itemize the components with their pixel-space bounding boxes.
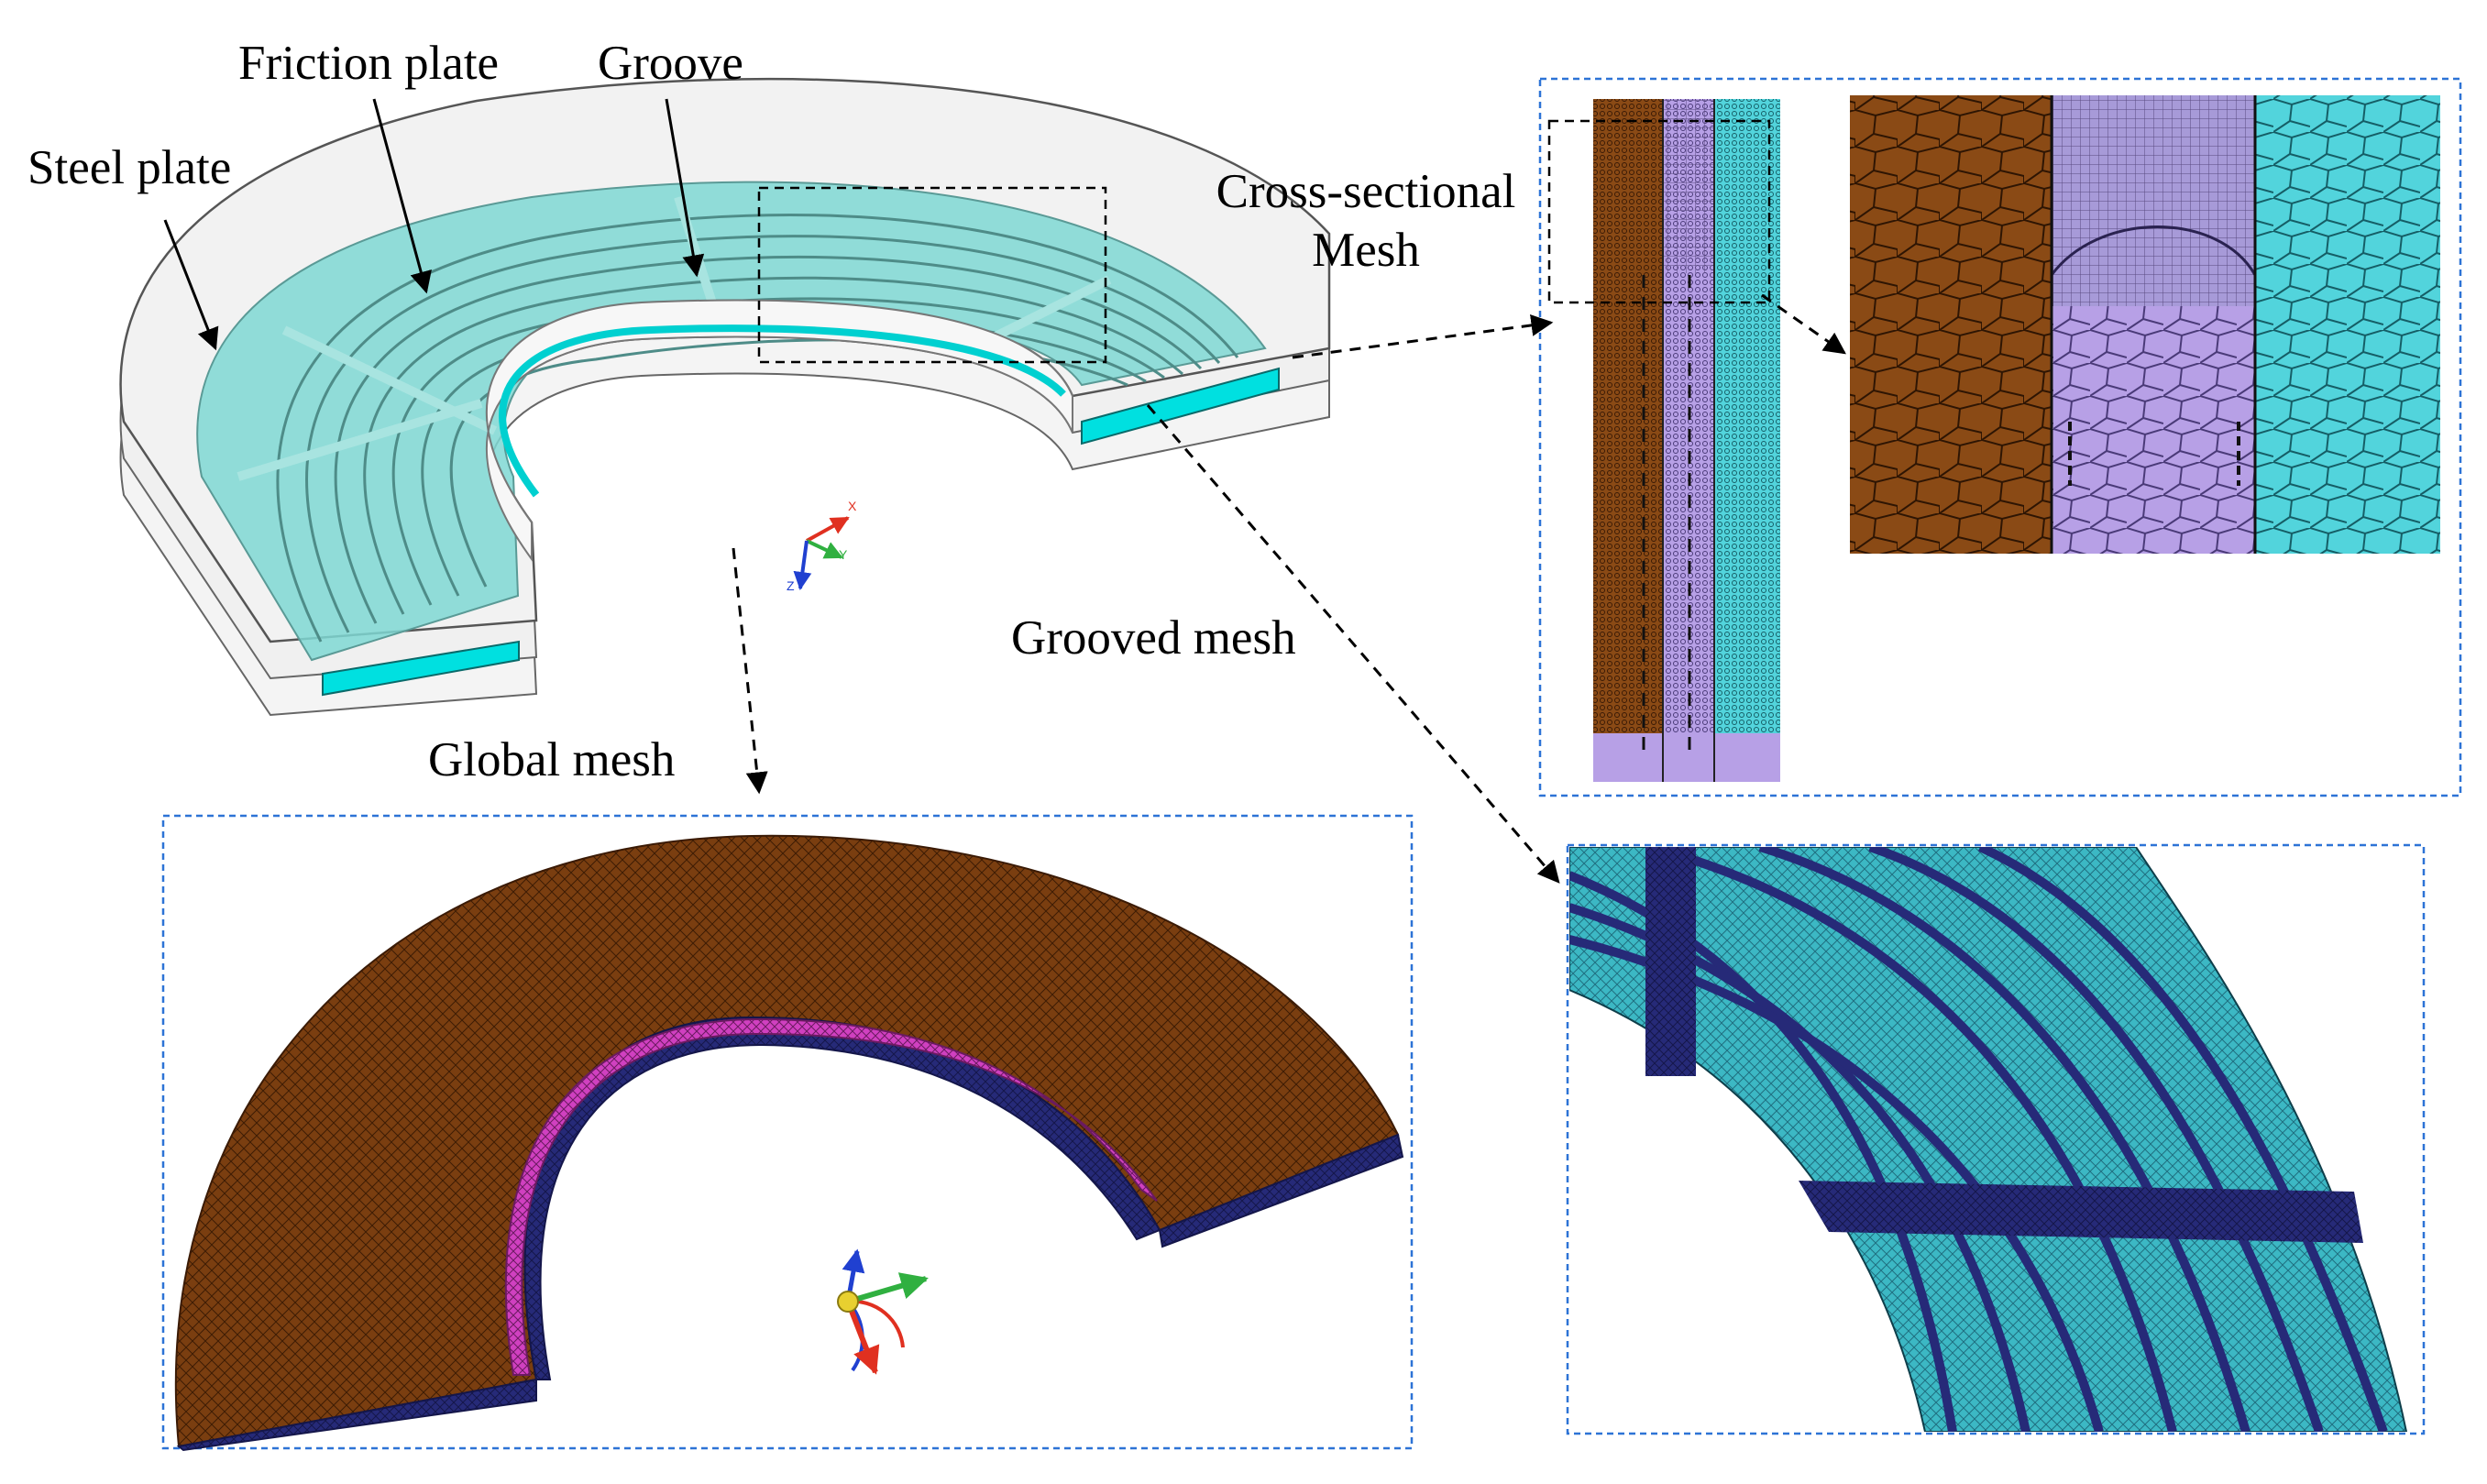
radial-groove-horizontal bbox=[1799, 1181, 2363, 1243]
friction-section-left bbox=[322, 640, 520, 697]
cross-section-strip bbox=[1593, 99, 1780, 782]
global-mesh-right-cut bbox=[1158, 1133, 1404, 1248]
triad-y-label: Y bbox=[839, 548, 848, 562]
cross-section-inset-frame bbox=[1538, 77, 2462, 797]
inner-bore-band bbox=[485, 299, 1073, 563]
triad-x-label: X bbox=[848, 500, 857, 513]
coordinate-triad-global bbox=[837, 1248, 929, 1375]
coordinate-triad-small bbox=[793, 516, 850, 590]
arrow-to-grooved-mesh bbox=[1146, 404, 1560, 884]
global-mesh-friction-ring bbox=[504, 1017, 1158, 1376]
inner-cyan-stripe bbox=[499, 324, 1066, 498]
clutch-3d-model bbox=[119, 77, 1331, 717]
label-groove: Groove bbox=[598, 37, 743, 90]
arrow-groove bbox=[665, 98, 705, 278]
grooved-mesh-inset-frame bbox=[1566, 843, 2426, 1435]
arrow-to-cross-section bbox=[1292, 313, 1554, 359]
cross-section-zoom-panel bbox=[1850, 95, 2440, 554]
arrow-steel-plate bbox=[163, 219, 219, 351]
arrow-friction-plate bbox=[372, 98, 432, 294]
global-mesh-model bbox=[174, 834, 1404, 1452]
global-mesh-steel-surface bbox=[174, 834, 1400, 1448]
radial-groove-vertical bbox=[1645, 847, 1696, 1076]
label-friction-plate: Friction plate bbox=[238, 37, 500, 90]
label-cross-sectional-line2: Mesh bbox=[1312, 223, 1420, 277]
label-global-mesh: Global mesh bbox=[428, 733, 676, 786]
zoom-box-3d bbox=[757, 186, 1107, 364]
global-mesh-inset-frame bbox=[161, 814, 1414, 1450]
arrow-to-zoom-panel bbox=[1761, 293, 1846, 355]
label-cross-sectional: Cross-sectional Mesh bbox=[1192, 163, 1540, 280]
friction-section-right bbox=[1081, 367, 1280, 445]
callout-arrows bbox=[163, 98, 1846, 884]
global-mesh-left-cut bbox=[176, 1378, 537, 1452]
label-steel-plate: Steel plate bbox=[28, 141, 232, 194]
label-cross-sectional-line1: Cross-sectional bbox=[1216, 165, 1516, 218]
grooved-mesh-panel bbox=[1569, 847, 2408, 1432]
triad-z-label: Z bbox=[787, 579, 795, 593]
label-grooved-mesh: Grooved mesh bbox=[1011, 611, 1296, 665]
cross-section-zoom-box bbox=[1547, 119, 1771, 304]
arrow-to-global-mesh bbox=[732, 547, 768, 795]
